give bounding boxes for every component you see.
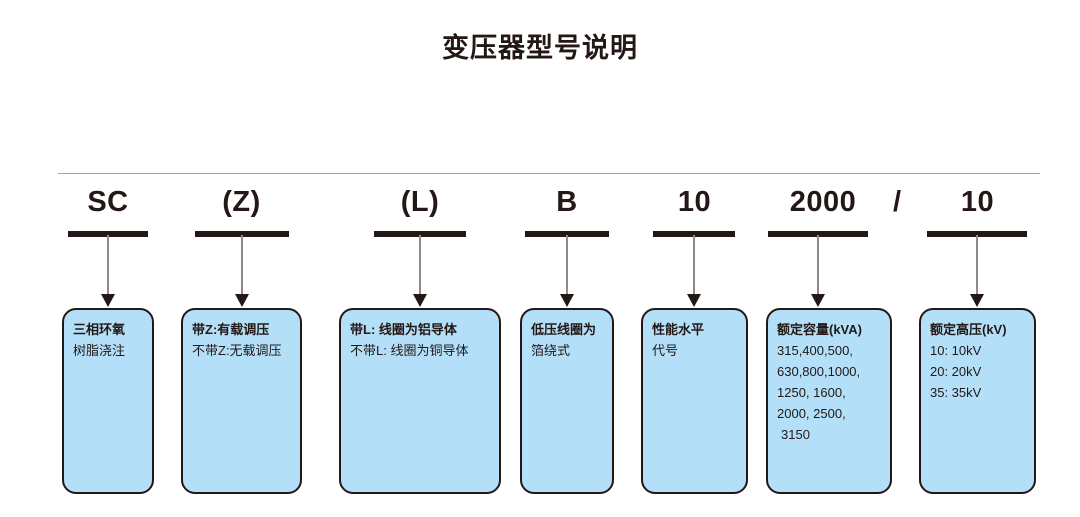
description-box-1: 三相环氧 树脂浇注 <box>62 308 154 494</box>
arrow-head-3 <box>413 294 427 307</box>
arrow-head-4 <box>560 294 574 307</box>
header-divider <box>58 173 1040 174</box>
arrow-head-5 <box>687 294 701 307</box>
code-label-3: (L) <box>400 186 440 218</box>
arrow-line-4 <box>566 235 568 297</box>
box-6-line-5: 2000, 2500, <box>777 406 846 421</box>
box-3-line-2: 不带L: 线圈为铜导体 <box>350 343 469 358</box>
arrow-line-5 <box>693 235 695 297</box>
arrow-head-1 <box>101 294 115 307</box>
box-7-line-2: 10: 10kV <box>930 343 982 358</box>
description-box-3: 带L: 线圈为铝导体 不带L: 线圈为铜导体 <box>339 308 501 494</box>
description-box-7: 额定高压(kV) 10: 10kV 20: 20kV 35: 35kV <box>919 308 1036 494</box>
arrow-line-7 <box>976 235 978 297</box>
code-label-2: (Z) <box>222 186 261 218</box>
code-underline-4 <box>525 231 609 237</box>
code-label-6: 2000 <box>789 186 857 218</box>
box-6-line-6: 3150 <box>781 427 810 442</box>
arrow-line-6 <box>817 235 819 297</box>
code-label-7: 10 <box>960 186 995 218</box>
box-1-line-2: 树脂浇注 <box>73 343 126 358</box>
description-box-5: 性能水平 代号 <box>641 308 748 494</box>
box-4-line-1: 低压线圈为 <box>531 322 597 337</box>
code-underline-7 <box>927 231 1027 237</box>
box-4-line-2: 箔绕式 <box>531 343 571 358</box>
description-box-6: 额定容量(kVA) 315,400,500, 630,800,1000, 125… <box>766 308 892 494</box>
box-2-line-2: 不带Z:无载调压 <box>192 343 282 358</box>
box-5-line-1: 性能水平 <box>652 322 705 337</box>
description-box-4: 低压线圈为 箔绕式 <box>520 308 614 494</box>
code-underline-5 <box>653 231 735 237</box>
code-label-4: B <box>556 186 578 218</box>
arrow-head-7 <box>970 294 984 307</box>
box-6-line-2: 315,400,500, <box>777 343 853 358</box>
arrow-line-3 <box>419 235 421 297</box>
arrow-head-2 <box>235 294 249 307</box>
box-7-line-1: 额定高压(kV) <box>930 322 1007 337</box>
box-3-line-1: 带L: 线圈为铝导体 <box>350 322 457 337</box>
arrow-line-1 <box>107 235 109 297</box>
code-underline-3 <box>374 231 466 237</box>
arrow-line-2 <box>241 235 243 297</box>
box-5-line-2: 代号 <box>652 343 679 358</box>
box-7-line-3: 20: 20kV <box>930 364 982 379</box>
box-6-line-4: 1250, 1600, <box>777 385 846 400</box>
code-label-1: SC <box>87 186 129 218</box>
code-underline-6 <box>768 231 868 237</box>
code-label-5: 10 <box>677 186 712 218</box>
slash-separator: / <box>893 186 902 218</box>
box-6-line-3: 630,800,1000, <box>777 364 861 379</box>
code-underline-1 <box>68 231 148 237</box>
box-6-line-1: 额定容量(kVA) <box>777 322 862 337</box>
code-underline-2 <box>195 231 289 237</box>
description-box-2: 带Z:有载调压 不带Z:无载调压 <box>181 308 302 494</box>
arrow-head-6 <box>811 294 825 307</box>
page-title: 变压器型号说明 <box>442 33 638 63</box>
box-7-line-4: 35: 35kV <box>930 385 982 400</box>
box-1-line-1: 三相环氧 <box>73 322 126 337</box>
box-2-line-1: 带Z:有载调压 <box>192 322 270 337</box>
